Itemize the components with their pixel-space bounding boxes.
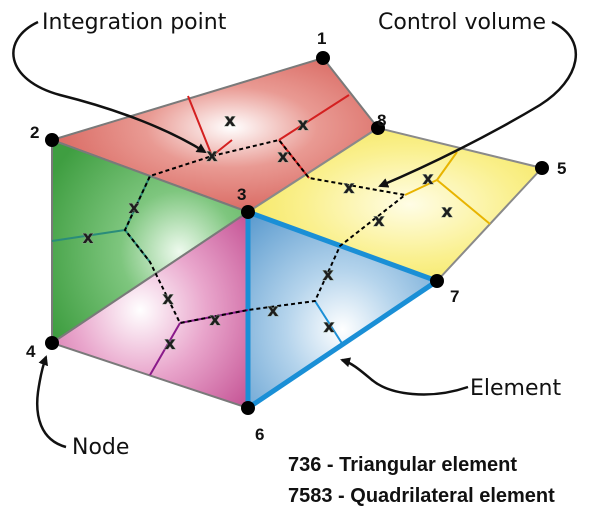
legend-triangular: 736 - Triangular element — [288, 454, 517, 476]
node-label: Node — [72, 435, 129, 460]
blue-triangle-face — [248, 212, 437, 408]
integration-point-x: x — [210, 310, 221, 330]
integration-point-x: x — [163, 289, 174, 309]
integration-point-x: x — [165, 334, 176, 354]
legend-quadrilateral: 7583 - Quadrilateral element — [288, 485, 555, 507]
integration-point-x: x — [278, 147, 289, 167]
control-volume-label: Control volume — [378, 10, 546, 35]
integration-point-x: x — [442, 202, 453, 222]
integration-point-x: x — [83, 228, 94, 248]
node-label-4: 4 — [26, 342, 36, 361]
node-label-1: 1 — [317, 29, 326, 48]
integration-point-x: x — [423, 169, 434, 189]
element-label: Element — [470, 376, 561, 401]
integration-point-x: x — [324, 317, 335, 337]
integration-point-x: x — [225, 111, 236, 131]
node-4 — [45, 336, 59, 350]
node-6 — [241, 401, 255, 415]
integration-point-x: x — [129, 198, 140, 218]
integration-point-x: x — [374, 211, 385, 231]
integration-points: x x x x x x x x x x x x x x x x — [82, 111, 453, 355]
integration-point-x: x — [268, 301, 279, 321]
integration-point-x: x — [344, 178, 355, 198]
node-3 — [241, 205, 255, 219]
node-label-5: 5 — [557, 159, 566, 178]
control-volume-arrow — [378, 20, 578, 188]
node-label-3: 3 — [237, 185, 246, 204]
nodes — [45, 51, 549, 415]
callout-arrows — [12, 20, 578, 449]
node-5 — [535, 161, 549, 175]
node-label-7: 7 — [450, 287, 459, 306]
node-8 — [371, 121, 385, 135]
element-arrow — [340, 357, 469, 396]
node-label-8: 8 — [377, 111, 386, 130]
integration-point-arrow — [12, 20, 207, 154]
integration-point-label: Integration point — [42, 10, 227, 35]
integration-point-x: x — [323, 265, 334, 285]
node-label-2: 2 — [30, 123, 39, 142]
node-1 — [316, 51, 330, 65]
integration-point-x: x — [298, 115, 309, 135]
integration-point-x: x — [207, 146, 218, 166]
node-2 — [45, 133, 59, 147]
node-arrow — [36, 355, 67, 449]
node-label-6: 6 — [255, 425, 264, 444]
node-7 — [430, 274, 444, 288]
